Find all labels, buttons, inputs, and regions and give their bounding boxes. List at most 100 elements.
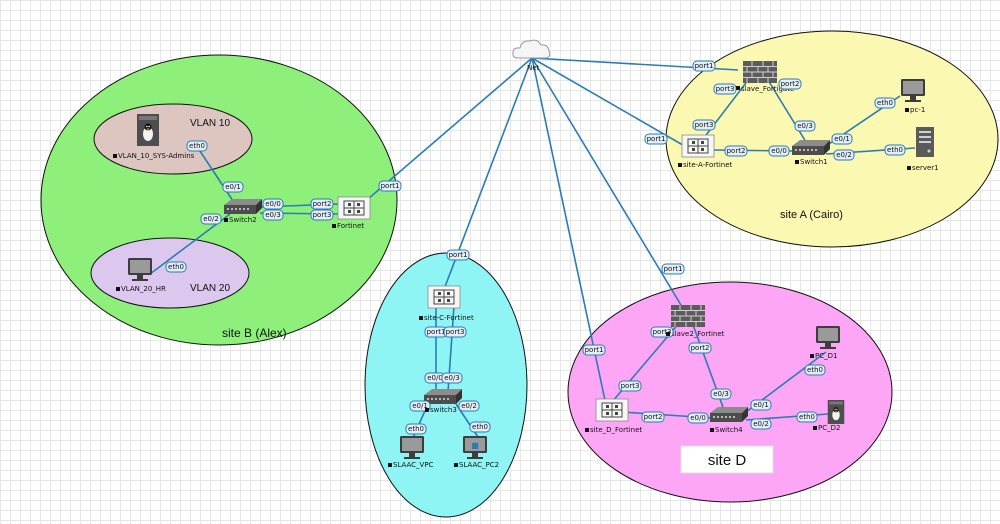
svg-text:port3: port3 <box>621 382 640 390</box>
vlan20-label: VLAN 20 <box>190 283 230 294</box>
port-label: port2 <box>724 145 748 157</box>
net-node[interactable]: Net <box>512 39 551 72</box>
label-bullet <box>736 86 740 90</box>
port-label: e0/2 <box>200 213 222 225</box>
port-label: eth0 <box>874 97 896 109</box>
port-label: port3 <box>713 83 737 95</box>
svg-text:port1: port1 <box>427 328 446 336</box>
label-bullet <box>810 354 814 358</box>
port-label: port3 <box>618 380 642 392</box>
pc1-node[interactable]: pc-1 <box>901 79 925 114</box>
fortinet-icon <box>427 285 461 309</box>
fortinet-node[interactable]: Fortinet <box>337 196 371 230</box>
svg-text:e0/1: e0/1 <box>412 402 428 410</box>
switch-icon <box>710 407 748 422</box>
port-label: port2 <box>688 342 712 354</box>
firewall-brick-icon <box>742 60 778 84</box>
port-label: e0/3 <box>794 120 816 132</box>
slave-fortigate-label: slave_Fortigate <box>741 85 794 93</box>
vlan20-host-node[interactable]: VLAN_20_HR <box>121 258 166 293</box>
svg-text:eth0: eth0 <box>472 423 488 431</box>
label-bullet <box>116 287 120 291</box>
port-label: e0/1 <box>831 133 853 145</box>
svg-text:e0/0: e0/0 <box>427 374 443 382</box>
svg-text:e0/1: e0/1 <box>753 401 769 409</box>
port-label: port1 <box>582 344 606 356</box>
svg-text:e0/1: e0/1 <box>834 135 850 143</box>
svg-text:e0/3: e0/3 <box>713 390 729 398</box>
port-label: port2 <box>310 198 334 210</box>
port-label: port2 <box>778 78 802 90</box>
svg-text:port1: port1 <box>381 182 400 190</box>
port-label: port3 <box>310 209 334 221</box>
port-label: e0/3 <box>441 372 463 384</box>
slaac-pc2-node[interactable]: ■ SLAAC_PC2 <box>459 436 499 469</box>
slave-fortigate-node[interactable]: slave_Fortigate <box>741 60 794 93</box>
switch4-label: Switch4 <box>715 426 743 434</box>
server-icon <box>916 127 934 157</box>
svg-text:port1: port1 <box>647 135 666 143</box>
port-label: e0/1 <box>750 399 772 411</box>
port-label: port3 <box>443 326 467 338</box>
vlan10-host-node[interactable]: VLAN_10_SYS-Admins <box>118 114 195 160</box>
fortinet-label: Fortinet <box>337 222 364 230</box>
port-label: e0/2 <box>458 400 480 412</box>
fortinet-icon <box>337 196 371 220</box>
docker-icon: ■ <box>471 441 479 450</box>
svg-text:eth0: eth0 <box>807 366 823 374</box>
label-bullet <box>332 224 336 228</box>
svg-text:port1: port1 <box>585 346 604 354</box>
port-label: e0/3 <box>710 388 732 400</box>
port-label: port2 <box>641 411 665 423</box>
label-bullet <box>666 332 670 336</box>
svg-text:e0/0: e0/0 <box>690 414 706 422</box>
switch3-node[interactable]: switch3 <box>424 389 462 414</box>
port-label: eth0 <box>405 423 427 435</box>
server1-node[interactable]: server1 <box>912 127 939 172</box>
site-d-label-box <box>680 445 774 474</box>
label-bullet <box>388 463 392 467</box>
slaac-pc2-label: SLAAC_PC2 <box>459 461 499 469</box>
svg-text:eth0: eth0 <box>799 413 815 421</box>
slaac-vpc-node[interactable]: SLAAC_VPC <box>393 436 434 469</box>
port-label: eth0 <box>796 411 818 423</box>
label-bullet <box>224 218 228 222</box>
label-bullet <box>425 408 429 412</box>
pc-d1-node[interactable]: PC_D1 <box>815 326 840 360</box>
switch2-label: Switch2 <box>229 216 257 224</box>
pc-d2-node[interactable]: PC_D2 <box>818 400 845 432</box>
switch4-node[interactable]: Switch4 <box>710 407 748 434</box>
link-slave-site-a <box>699 74 753 144</box>
svg-text:port1: port1 <box>695 62 714 70</box>
port-label: port1 <box>378 180 402 192</box>
switch-icon <box>792 140 830 155</box>
site-d-fortinet-node[interactable]: site_D_Fortinet <box>590 398 642 434</box>
slaac-vpc-label: SLAAC_VPC <box>393 461 434 469</box>
svg-text:port1: port1 <box>664 265 683 273</box>
slave2-fortinet-node[interactable]: slave2_Fortinet <box>670 304 725 338</box>
server1-label: server1 <box>912 164 939 172</box>
svg-text:eth0: eth0 <box>189 142 205 150</box>
svg-text:eth0: eth0 <box>877 99 893 107</box>
svg-text:e0/3: e0/3 <box>797 122 813 130</box>
svg-text:eth0: eth0 <box>887 146 903 154</box>
switch1-node[interactable]: Switch1 <box>792 140 830 166</box>
switch-icon <box>224 199 262 214</box>
fortinet-icon <box>595 398 629 422</box>
label-bullet <box>454 463 458 467</box>
site-b-label: site B (Alex) <box>222 326 287 340</box>
linux-icon <box>137 114 159 146</box>
svg-text:eth0: eth0 <box>408 425 424 433</box>
svg-text:e0/3: e0/3 <box>444 374 460 382</box>
port-label: port1 <box>644 133 668 145</box>
svg-text:port1: port1 <box>449 251 468 259</box>
site-a-fortinet-label: site-A-Fortinet <box>683 161 733 169</box>
site-a-fortinet-node[interactable]: site-A-Fortinet <box>681 134 733 169</box>
switch2-node[interactable]: Switch2 <box>224 199 262 224</box>
site-c-fortinet-node[interactable]: site-C-Fortinet <box>424 285 474 322</box>
svg-text:port2: port2 <box>781 80 800 88</box>
svg-text:eth0: eth0 <box>168 263 184 271</box>
vlan20-zone <box>90 237 250 309</box>
label-bullet <box>907 166 911 170</box>
